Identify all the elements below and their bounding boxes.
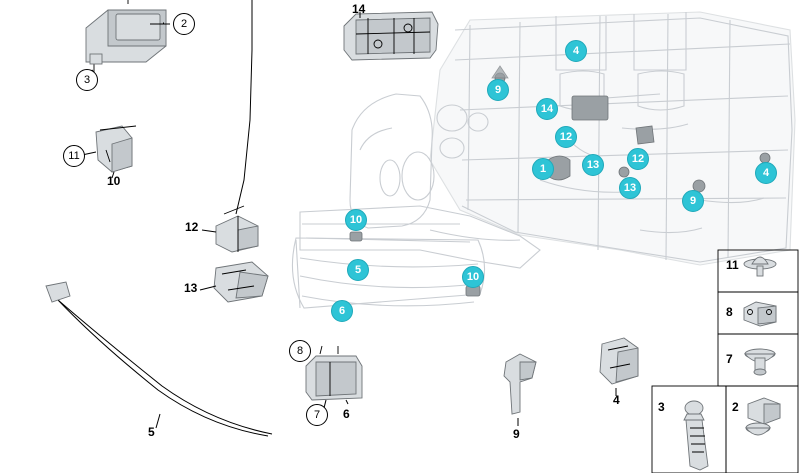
callout-11[interactable]: 11	[63, 145, 85, 167]
callout-3[interactable]: 3	[76, 69, 98, 91]
callout-8[interactable]: 8	[289, 340, 311, 362]
part-11-bracket	[95, 125, 137, 173]
legend-number-11: 11	[726, 258, 739, 272]
label-5: 5	[148, 425, 155, 439]
label-10: 10	[107, 174, 121, 188]
legend-number-2: 2	[732, 400, 739, 414]
callout-12[interactable]: 12	[627, 148, 649, 170]
legend-number-3: 3	[658, 400, 665, 414]
label-13: 13	[184, 281, 198, 295]
callout-4[interactable]: 4	[755, 162, 777, 184]
label-14: 14	[352, 2, 366, 16]
part-4-bracket	[599, 337, 639, 385]
part-6-connector	[305, 345, 363, 401]
callout-10[interactable]: 10	[345, 209, 367, 231]
callout-1[interactable]: 1	[532, 158, 554, 180]
part-9-sensor	[503, 353, 537, 415]
label-4: 4	[613, 393, 620, 407]
callout-2[interactable]: 2	[173, 13, 195, 35]
callout-14[interactable]: 14	[536, 98, 558, 120]
callout-10[interactable]: 10	[462, 266, 484, 288]
part-5-cable	[45, 281, 273, 437]
legend-icons	[683, 256, 781, 471]
callout-9[interactable]: 9	[682, 190, 704, 212]
legend-number-7: 7	[726, 352, 733, 366]
part-14-module	[343, 11, 439, 61]
part-12-bracket	[215, 205, 259, 253]
callout-12[interactable]: 12	[555, 126, 577, 148]
part-13-bracket	[213, 261, 269, 303]
callout-7[interactable]: 7	[306, 404, 328, 426]
label-6: 6	[343, 407, 350, 421]
part-control-module	[85, 0, 170, 74]
callout-13[interactable]: 13	[619, 177, 641, 199]
callout-13[interactable]: 13	[582, 154, 604, 176]
label-9: 9	[513, 427, 520, 441]
legend-frames	[651, 249, 799, 473]
callout-5[interactable]: 5	[347, 259, 369, 281]
label-12: 12	[185, 220, 199, 234]
callout-4[interactable]: 4	[565, 40, 587, 62]
callout-9[interactable]: 9	[487, 79, 509, 101]
legend-number-8: 8	[726, 305, 733, 319]
installed-parts	[349, 65, 771, 297]
callout-6[interactable]: 6	[331, 300, 353, 322]
